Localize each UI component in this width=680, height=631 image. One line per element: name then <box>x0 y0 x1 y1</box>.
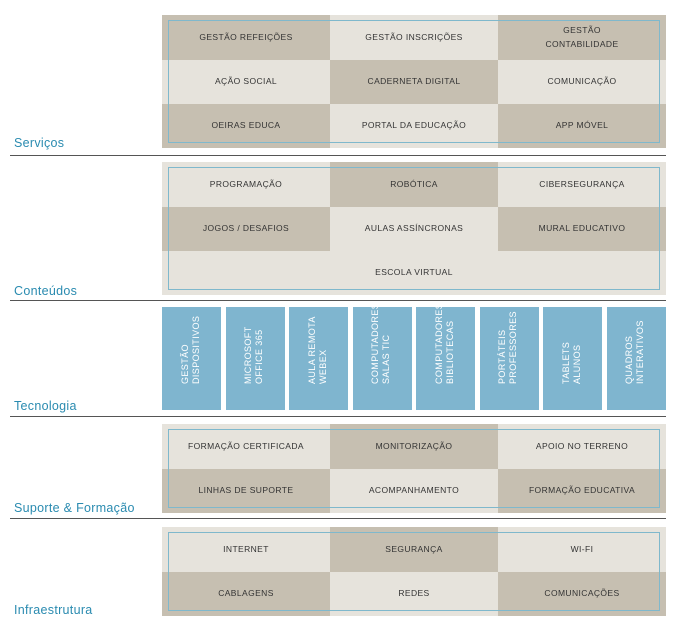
section-label-servicos: Serviços <box>14 136 65 150</box>
section-label-conteudos: Conteúdos <box>14 284 78 298</box>
tech-line: BIBLIOTECAS <box>444 320 455 384</box>
tech-line: OFFICE 365 <box>254 328 265 384</box>
divider-conteudos <box>10 300 666 301</box>
divider-tecnologia <box>10 416 666 417</box>
servico-gestao-contabilidade: GESTÃO CONTABILIDADE <box>498 15 666 60</box>
servico-gestao-refeicoes: GESTÃO REFEIÇÕES <box>162 15 330 60</box>
servico-app-movel: APP MÓVEL <box>498 104 666 148</box>
divider-servicos <box>10 155 666 156</box>
suporte-formacao-certificada: FORMAÇÃO CERTIFICADA <box>162 424 330 469</box>
suporte-panel: FORMAÇÃO CERTIFICADA MONITORIZAÇÃO APOIO… <box>162 424 666 513</box>
tech-line: PORTÁTEIS <box>497 329 507 384</box>
tech-line: QUADROS <box>624 335 634 384</box>
section-label-suporte: Suporte & Formação <box>14 501 135 515</box>
conteudo-mural-educativo: MURAL EDUCATIVO <box>498 207 666 251</box>
tech-line: COMPUTADORES <box>370 302 380 384</box>
infra-redes: REDES <box>330 572 498 616</box>
suporte-linhas-suporte: LINHAS DE SUPORTE <box>162 469 330 513</box>
conteudo-aulas-assincronas: AULAS ASSÍNCRONAS <box>330 207 498 251</box>
suporte-apoio-terreno: APOIO NO TERRENO <box>498 424 666 469</box>
servico-comunicacao: COMUNICAÇÃO <box>498 60 666 104</box>
infraestrutura-panel: INTERNET SEGURANÇA WI-FI CABLAGENS REDES… <box>162 527 666 616</box>
infra-cablagens: CABLAGENS <box>162 572 330 616</box>
tech-line: ALUNOS <box>571 344 582 384</box>
infra-comunicacoes: COMUNICAÇÕES <box>498 572 666 616</box>
conteudo-ciberseguranca: CIBERSEGURANÇA <box>498 162 666 207</box>
servico-caderneta-digital: CADERNETA DIGITAL <box>330 60 498 104</box>
tech-line: DISPOSITIVOS <box>190 315 201 384</box>
suporte-acompanhamento: ACOMPANHAMENTO <box>330 469 498 513</box>
tech-line: WEBEX <box>317 348 328 384</box>
servico-acao-social: AÇÃO SOCIAL <box>162 60 330 104</box>
section-label-infraestrutura: Infraestrutura <box>14 603 93 617</box>
conteudo-escola-virtual: ESCOLA VIRTUAL <box>162 251 666 295</box>
conteudo-robotica: ROBÓTICA <box>330 162 498 207</box>
servicos-panel: GESTÃO REFEIÇÕES GESTÃO INSCRIÇÕES GESTÃ… <box>162 15 666 148</box>
conteudo-programacao: PROGRAMAÇÃO <box>162 162 330 207</box>
tech-line: TABLETS <box>560 341 571 384</box>
conteudo-jogos-desafios: JOGOS / DESAFIOS <box>162 207 330 251</box>
tech-line: PROFESSORES <box>508 310 519 384</box>
tech-line: MICROSOFT <box>243 325 253 384</box>
tech-line: COMPUTADORES <box>433 302 444 384</box>
servico-portal-educacao: PORTAL DA EDUCAÇÃO <box>330 104 498 148</box>
divider-suporte <box>10 518 666 519</box>
infra-wifi: WI-FI <box>498 527 666 572</box>
suporte-formacao-educativa: FORMAÇÃO EDUCATIVA <box>498 469 666 513</box>
tech-line: GESTÃO <box>179 343 190 384</box>
servico-oeiras-educa: OEIRAS EDUCA <box>162 104 330 148</box>
servico-gestao-inscricoes: GESTÃO INSCRIÇÕES <box>330 15 498 60</box>
infra-internet: INTERNET <box>162 527 330 572</box>
conteudos-panel: PROGRAMAÇÃO ROBÓTICA CIBERSEGURANÇA JOGO… <box>162 162 666 295</box>
section-label-tecnologia: Tecnologia <box>14 399 77 413</box>
tech-line: SALAS TIC <box>381 334 392 384</box>
infra-seguranca: SEGURANÇA <box>330 527 498 572</box>
tech-line: INTERATIVOS <box>635 319 646 384</box>
suporte-monitorizacao: MONITORIZAÇÃO <box>330 424 498 469</box>
tech-line: AULA REMOTA <box>306 315 317 384</box>
